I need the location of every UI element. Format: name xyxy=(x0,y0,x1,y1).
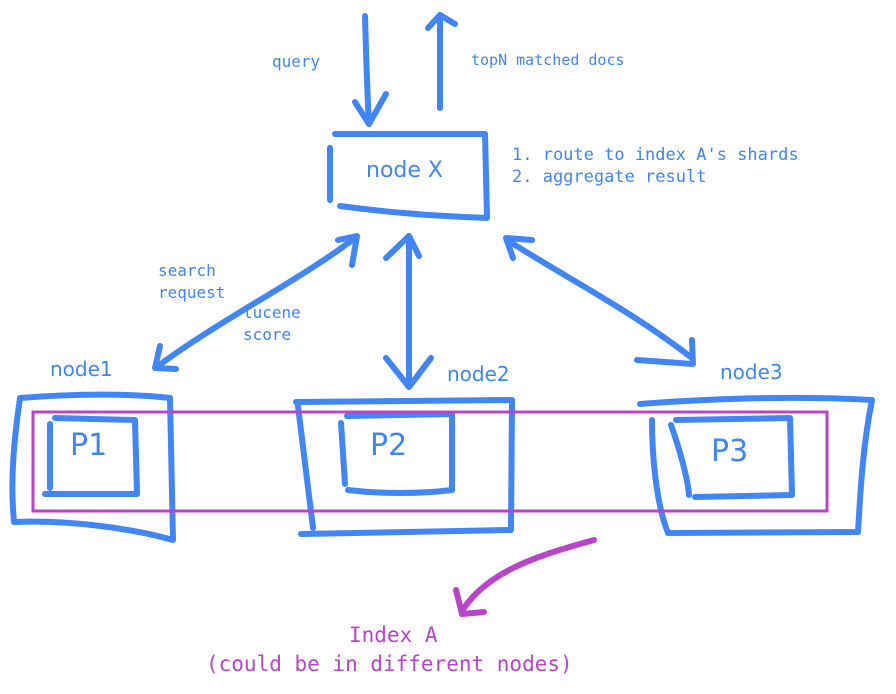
node3-box xyxy=(637,394,875,536)
p1-box xyxy=(42,415,140,497)
search-request-line-1: search xyxy=(158,261,216,280)
node2-box xyxy=(293,397,515,537)
index-a-boundary xyxy=(31,410,829,513)
shard-p1-label: P1 xyxy=(70,428,108,463)
shard-p3-label: P3 xyxy=(711,434,749,469)
node3-label: node3 xyxy=(720,360,783,384)
coordinator-step-1: 1. route to index A's shards xyxy=(512,145,799,165)
response-arrow xyxy=(425,12,458,111)
node1-box xyxy=(9,391,176,543)
coordinator-step-2: 2. aggregate result xyxy=(512,167,707,187)
lucene-score-line-1: lucene xyxy=(243,303,301,322)
arrow-nodex-node1 xyxy=(152,233,360,372)
p3-box xyxy=(668,415,795,500)
index-a-arrow xyxy=(453,537,597,617)
p2-box xyxy=(338,411,455,496)
arrow-nodex-node3 xyxy=(503,235,696,367)
lucene-score-label: lucene score xyxy=(243,302,301,346)
arrow-nodex-node2 xyxy=(383,233,434,390)
node-x-box xyxy=(327,131,490,221)
coordinator-steps: 1. route to index A's shards 2. aggregat… xyxy=(512,144,799,188)
search-request-label: search request xyxy=(158,260,225,304)
lucene-score-line-2: score xyxy=(243,325,292,344)
node1-label: node1 xyxy=(50,357,113,381)
query-label: query xyxy=(272,52,321,71)
search-request-line-2: request xyxy=(158,283,226,302)
topn-matched-docs-label: topN matched docs xyxy=(471,51,625,69)
node2-label: node2 xyxy=(447,362,510,386)
shard-p2-label: P2 xyxy=(370,428,408,463)
index-a-note: (could be in different nodes) xyxy=(206,652,573,676)
query-arrow xyxy=(352,13,389,127)
index-a-title: Index A xyxy=(349,623,438,647)
node-x-label: node X xyxy=(366,158,443,183)
